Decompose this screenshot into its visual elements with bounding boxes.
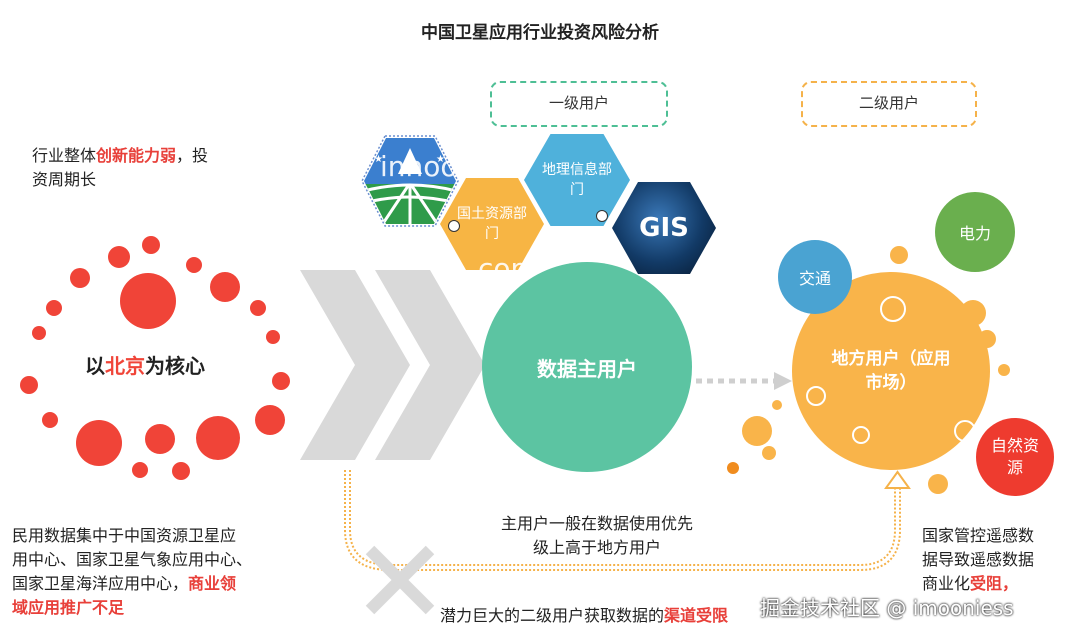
beijing-core-label: 以北京为核心: [85, 350, 205, 379]
core-emphasis: 北京: [105, 354, 145, 378]
core-text-1: 以: [85, 354, 105, 378]
civil-data-note: 民用数据集中于中国资源卫星应 用中心、国家卫星气象应用中心、 国家卫星海洋应用中…: [12, 524, 332, 620]
natural-resources-label: 自然资源: [990, 436, 1039, 477]
orange-dot: [928, 474, 948, 494]
core-text-2: 为核心: [145, 354, 205, 378]
power-bubble: 电力: [935, 192, 1015, 272]
orange-dot: [742, 416, 772, 446]
civil-emphasis-2: 域应用推广不足: [12, 598, 125, 617]
red-dot: [172, 462, 190, 480]
civil-line-2: 用中心、国家卫星气象应用中心、: [12, 550, 253, 569]
orange-dot: [762, 446, 776, 460]
red-dot: [250, 300, 266, 316]
red-dot: [272, 372, 290, 390]
bubble-outline: [954, 420, 976, 442]
red-dot: [255, 405, 285, 435]
innovation-emphasis: 创新能力弱: [96, 146, 177, 165]
innovation-text-1: 行业整体: [32, 146, 97, 165]
land-resources-label: 国土资源部门: [457, 206, 527, 242]
data-main-user-label: 数据主用户: [537, 356, 637, 381]
gis-globe-hex: GIS: [612, 182, 716, 274]
power-label: 电力: [958, 224, 991, 243]
civil-line-3: 国家卫星海洋应用中心，: [12, 574, 189, 593]
bubble-outline: [880, 296, 906, 322]
channel-limit-caption: 潜力巨大的二级用户获取数据的渠道受限: [440, 604, 728, 628]
transport-label: 交通: [798, 269, 831, 288]
red-dot: [142, 236, 160, 254]
red-dot: [32, 326, 46, 340]
bubble-outline: [852, 426, 870, 444]
innovation-text-2: ，投: [176, 146, 209, 165]
chevron-arrows-icon: [300, 270, 485, 460]
channel-text: 潜力巨大的二级用户获取数据的: [440, 606, 665, 625]
regulation-note: 国家管控遥感数 据导致遥感数据 商业化受阻，: [922, 524, 1080, 596]
satellite-logo-icon: ★ ★: [361, 135, 459, 227]
red-dot: [20, 376, 38, 394]
secondary-user-box: 二级用户: [801, 81, 977, 127]
regulation-line-3: 商业化: [922, 574, 971, 593]
priority-line-2: 级上高于地方用户: [532, 538, 661, 557]
red-dot: [120, 273, 176, 329]
blocked-x-icon: [365, 545, 435, 615]
channel-emphasis: 渠道受限: [664, 606, 729, 625]
regulation-line-2: 据导致遥感数据: [922, 550, 1035, 569]
local-user-label: 地方用户（应用市场）: [831, 349, 951, 393]
natural-resources-bubble: 自然资源: [976, 418, 1054, 496]
priority-caption: 主用户一般在数据使用优先 级上高于地方用户: [462, 512, 732, 560]
primary-user-box: 一级用户: [490, 81, 668, 127]
orange-dot: [978, 330, 996, 348]
regulation-line-1: 国家管控遥感数: [922, 526, 1035, 545]
red-dot: [76, 420, 122, 466]
hex-node: [596, 210, 608, 222]
orange-dot: [960, 300, 986, 326]
red-dot: [70, 268, 90, 288]
watermark-footer: 掘金技术社区 @ imooniess: [760, 596, 1014, 620]
innovation-note: 行业整体创新能力弱，投 资周期长: [32, 144, 272, 192]
data-main-user-circle: 数据主用户: [482, 262, 692, 472]
page-title: 中国卫星应用行业投资风险分析: [421, 23, 659, 43]
civil-line-1: 民用数据集中于中国资源卫星应: [12, 526, 237, 545]
red-dot: [42, 412, 58, 428]
orange-dot: [890, 246, 908, 264]
civil-emphasis-1: 商业领: [188, 574, 237, 593]
innovation-text-3: 资周期长: [32, 170, 97, 189]
priority-line-1: 主用户一般在数据使用优先: [500, 514, 693, 533]
red-dot: [266, 330, 280, 344]
red-dot: [145, 424, 175, 454]
red-dot: [186, 257, 202, 273]
geo-info-label: 地理信息部门: [542, 162, 612, 198]
gis-label: GIS: [639, 213, 689, 243]
geo-info-hex: 地理信息部门: [524, 134, 630, 226]
hex-node: [448, 220, 460, 232]
red-dot: [210, 272, 240, 302]
red-dot: [196, 416, 240, 460]
watermark-text: innoo: [380, 150, 458, 183]
orange-dot: [727, 462, 739, 474]
orange-dot: [772, 400, 782, 410]
red-dot: [108, 246, 130, 268]
regulation-emphasis: 受阻，: [970, 574, 1019, 593]
orange-dot: [998, 364, 1010, 376]
red-dot: [132, 462, 148, 478]
svg-text:★: ★: [436, 154, 445, 165]
dotted-arrow-icon: [696, 372, 792, 390]
svg-text:★: ★: [374, 154, 383, 165]
red-dot: [46, 300, 62, 316]
transport-bubble: 交通: [778, 240, 852, 314]
bubble-outline: [806, 386, 826, 406]
